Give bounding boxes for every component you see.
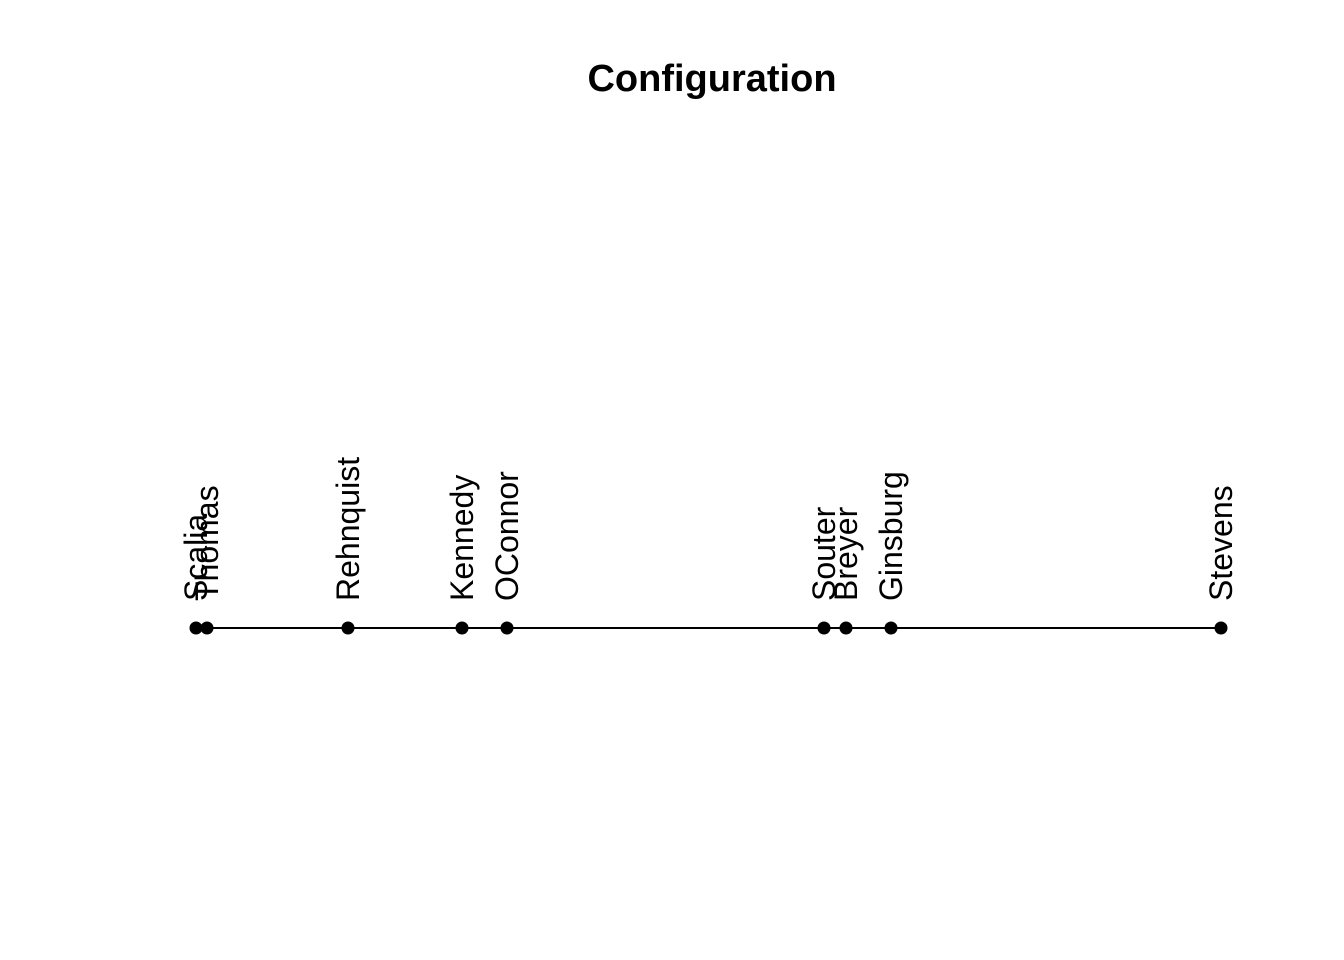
data-point xyxy=(455,621,469,635)
data-point xyxy=(500,621,514,635)
data-point xyxy=(1214,621,1228,635)
point-label: Ginsburg xyxy=(873,471,909,601)
point-label: Stevens xyxy=(1203,485,1239,601)
point-label: Scalia xyxy=(178,514,214,601)
point-label: Rehnquist xyxy=(330,457,366,601)
data-point xyxy=(341,621,355,635)
point-label: Thomas xyxy=(189,485,225,601)
point-label: Souter xyxy=(806,506,842,601)
chart-title: Configuration xyxy=(587,58,837,100)
data-point xyxy=(839,621,853,635)
data-point xyxy=(817,621,831,635)
data-point xyxy=(884,621,898,635)
data-point xyxy=(189,621,203,635)
point-label: Breyer xyxy=(828,506,864,601)
data-point xyxy=(200,621,214,635)
point-label: Kennedy xyxy=(444,475,480,601)
point-label: OConnor xyxy=(489,471,525,601)
